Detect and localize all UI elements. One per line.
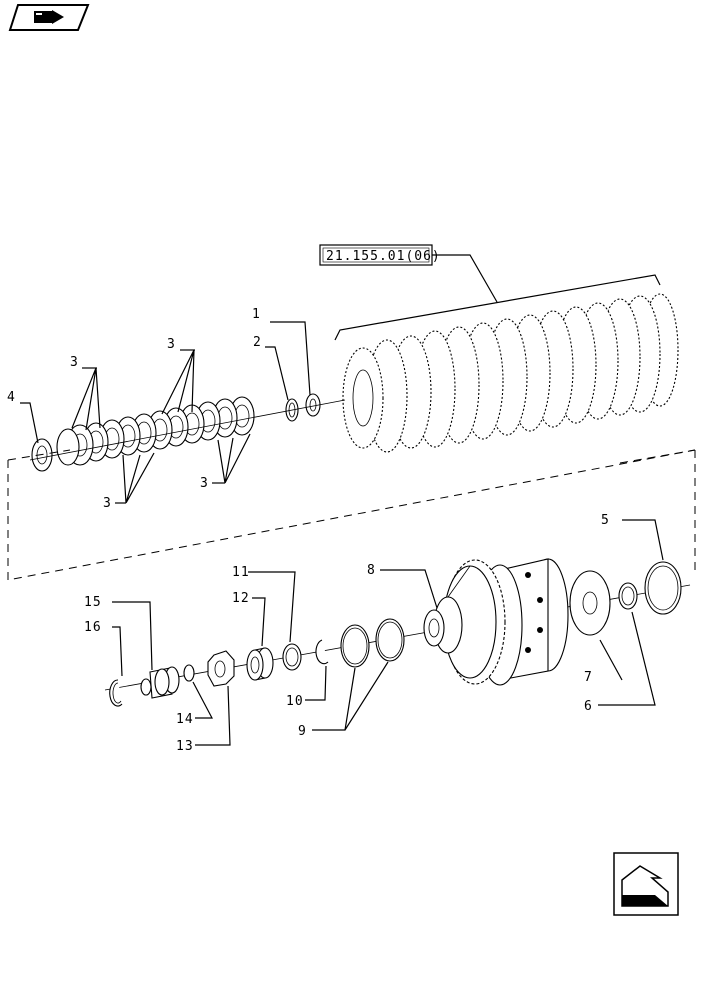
part-6-ring (618, 582, 638, 610)
book-arrow-icon (34, 10, 64, 24)
callout-9: 9 (298, 724, 307, 739)
callout-13: 13 (176, 739, 194, 754)
reference-box[interactable]: 21.155.01(06) (319, 244, 441, 266)
callout-4: 4 (7, 390, 16, 405)
next-page-button[interactable] (613, 852, 679, 916)
part-10-snap-ring (315, 639, 329, 665)
callout-6: 6 (584, 699, 593, 714)
callout-7: 7 (584, 670, 593, 685)
callout-8: 8 (367, 563, 376, 578)
part-16-snap-ring (109, 679, 123, 707)
part-14-o-ring (183, 664, 195, 682)
part-13-nut (207, 650, 235, 687)
part-5-seal-ring (644, 561, 682, 615)
leader-lines (20, 321, 664, 746)
part-8-clutch-hub (423, 558, 569, 686)
callout-2: 2 (253, 335, 262, 350)
callout-15: 15 (84, 595, 102, 610)
friction-plates-stack (56, 396, 255, 466)
callout-11: 11 (232, 565, 250, 580)
clutch-disc-pack (342, 293, 679, 453)
callout-3-lower-right: 3 (200, 476, 209, 491)
callout-3-upper-left: 3 (70, 355, 79, 370)
part-12-bearing (246, 647, 274, 681)
part-11-ring (282, 643, 302, 671)
prev-page-button[interactable] (8, 4, 90, 31)
callout-3-lower-left: 3 (103, 496, 112, 511)
part-9-rings (340, 618, 405, 668)
callout-16: 16 (84, 620, 102, 635)
callout-14: 14 (176, 712, 194, 727)
part-15-spool (140, 666, 180, 699)
callout-3-upper-right: 3 (167, 337, 176, 352)
part-7-thrust-washer (569, 570, 611, 636)
next-page-arrow-icon (621, 865, 669, 907)
callout-1: 1 (252, 307, 261, 322)
callout-10: 10 (286, 694, 304, 709)
callout-12: 12 (232, 591, 250, 606)
reference-label: 21.155.01(06) (326, 249, 441, 264)
callout-5: 5 (601, 513, 610, 528)
part-1-washer (305, 393, 321, 417)
